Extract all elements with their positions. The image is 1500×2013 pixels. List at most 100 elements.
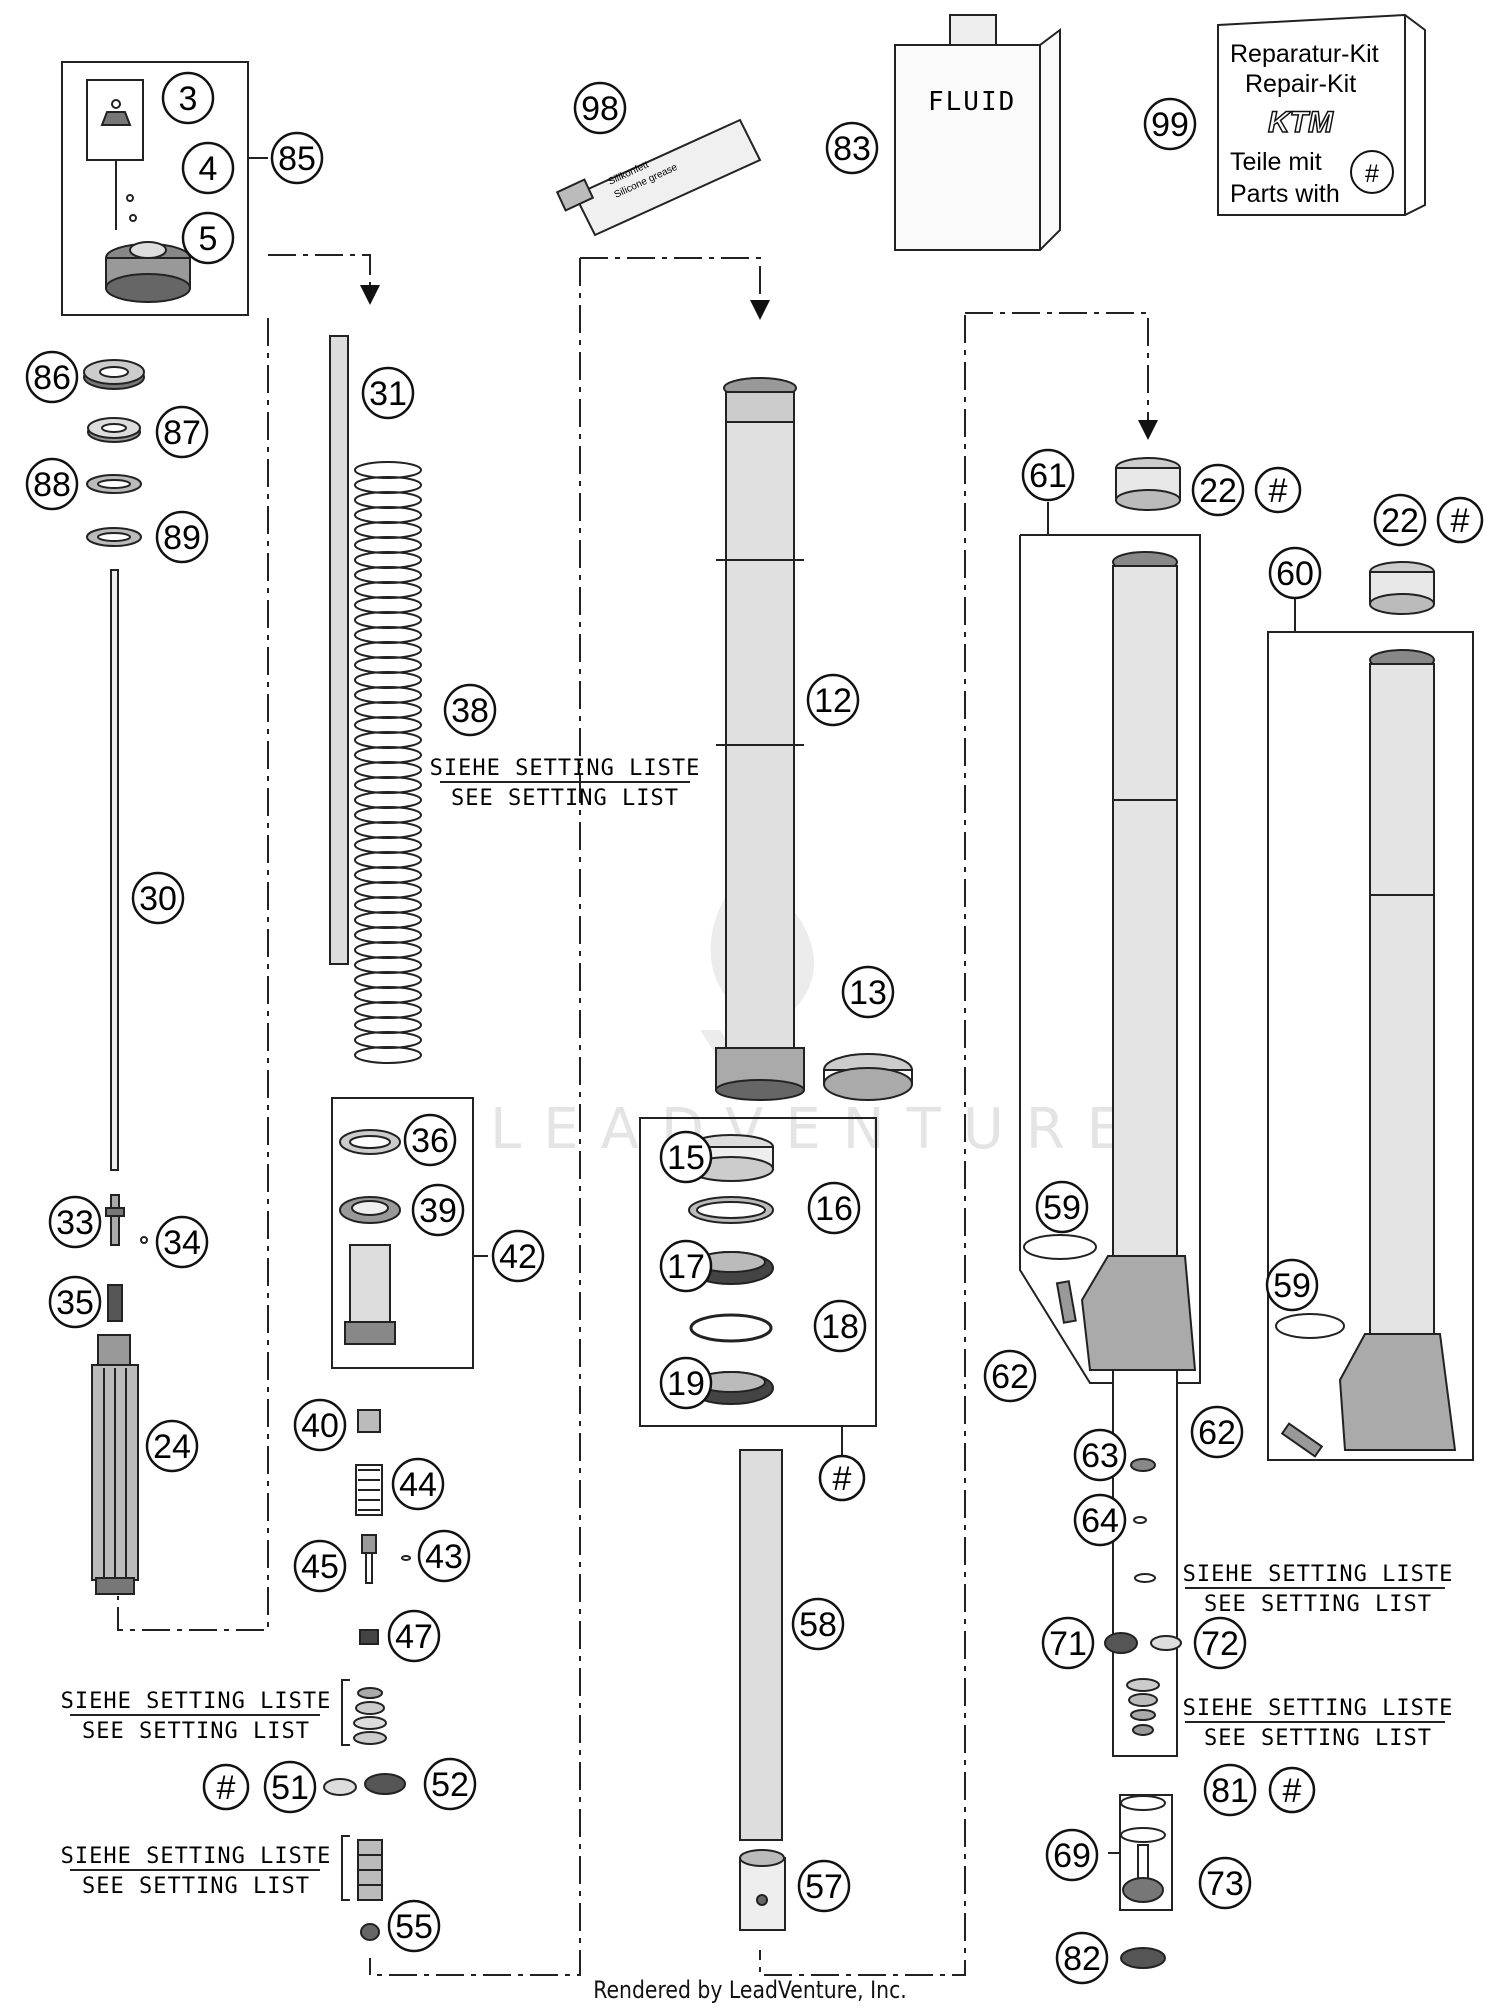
part-callout-22: 22 (1191, 463, 1245, 517)
assembly-lines (117, 254, 1149, 1976)
spring-coil (354, 461, 422, 479)
setting-note-en: SEE SETTING LIST (1204, 1592, 1432, 1617)
callout-circle (1268, 1766, 1316, 1814)
spring-coil (354, 656, 422, 674)
callout-circle (181, 141, 235, 195)
callout-circle (263, 1760, 317, 1814)
callout-number: 42 (499, 1238, 537, 1276)
part-callout-17: 17 (659, 1239, 713, 1293)
callout-number: 13 (849, 974, 887, 1012)
callout-number: 88 (33, 466, 71, 504)
callout-circle (1035, 1180, 1089, 1234)
callout-circle (813, 1299, 867, 1353)
seal-retainer-icon (339, 1129, 401, 1345)
callout-circle (161, 71, 215, 125)
callout-circle (202, 1763, 250, 1811)
guide-bushing-icon (1115, 457, 1435, 615)
part-callout-99: 99 (1143, 97, 1197, 151)
part-callout-64: 64 (1073, 1493, 1127, 1547)
callout-number: 61 (1029, 457, 1067, 495)
part-callout-58: 58 (791, 1597, 845, 1651)
callout-circle (659, 1130, 713, 1184)
part-callout-59: 59 (1265, 1258, 1319, 1312)
callout-circle (1073, 1428, 1127, 1482)
spring-coil (354, 1016, 422, 1034)
repair-kit-line2: Repair-Kit (1245, 70, 1356, 98)
part-callout-12: 12 (806, 673, 860, 727)
part-callout-55: 55 (387, 1899, 441, 1953)
callout-circle (443, 683, 497, 737)
repair-kit-symbol: # (1365, 160, 1379, 188)
oring-bolt-icon (1023, 1234, 1345, 1458)
callout-circle (387, 1899, 441, 1953)
callout-circle (825, 121, 879, 175)
part-callout-62: 62 (983, 1349, 1037, 1403)
spring-coil (354, 716, 422, 734)
callout-number: 98 (581, 90, 619, 128)
fork-cap-icon (100, 99, 191, 303)
spring-coil (354, 686, 422, 704)
callout-circle (387, 1609, 441, 1663)
spring-coil (354, 941, 422, 959)
callout-number: 59 (1043, 1189, 1081, 1227)
callout-number: 86 (33, 359, 71, 397)
part-callout-51: 51 (263, 1760, 317, 1814)
callout-circle (1055, 1931, 1109, 1985)
outer-tube-icon (715, 377, 805, 1101)
part-callout-44: 44 (391, 1457, 445, 1511)
part-callout-57: 57 (797, 1859, 851, 1913)
callout-circle (1436, 496, 1484, 544)
setting-note-de: SIEHE SETTING LISTE (61, 1689, 332, 1714)
callout-number: 17 (667, 1248, 705, 1286)
callout-circle (145, 1419, 199, 1473)
callout-number: 83 (833, 130, 871, 168)
callout-number: 69 (1053, 1837, 1091, 1875)
spring-coil (354, 611, 422, 629)
part-callout-73: 73 (1198, 1856, 1252, 1910)
spring-coil (354, 1001, 422, 1019)
setting-note-de: SIEHE SETTING LISTE (1183, 1696, 1454, 1721)
inner-tube-right-icon (1338, 649, 1457, 1451)
callout-number: 36 (411, 1122, 449, 1160)
spring-coil (354, 1031, 422, 1049)
spring-coil (354, 506, 422, 524)
callout-number: 71 (1049, 1625, 1087, 1663)
setting-note-en: SEE SETTING LIST (82, 1719, 310, 1744)
spring-coil (354, 986, 422, 1004)
spring-coil (354, 521, 422, 539)
spring-coil (354, 581, 422, 599)
repair-kit-text: Reparatur-Kit Repair-Kit KTM Teile mit P… (1230, 40, 1394, 208)
spring-coil (354, 566, 422, 584)
spring-coil (354, 476, 422, 494)
callout-circle (155, 405, 209, 459)
callout-number: # (1283, 1772, 1302, 1810)
part-callout-36: 36 (403, 1113, 457, 1167)
callout-number: 38 (451, 692, 489, 730)
callout-number: 62 (991, 1358, 1029, 1396)
callout-number: 43 (425, 1538, 463, 1576)
spring-coil (354, 701, 422, 719)
spacer-tube-icon (739, 1449, 783, 1841)
callout-number: 89 (163, 519, 201, 557)
piston-rod-icon (329, 335, 349, 965)
callout-circle (1373, 493, 1427, 547)
ktm-logo: KTM (1268, 106, 1334, 139)
callout-circle (293, 1539, 347, 1593)
part-callout-5: 5 (181, 211, 235, 265)
part-callout-3: 3 (161, 71, 215, 125)
callout-number: 82 (1063, 1940, 1101, 1978)
callout-circle (391, 1457, 445, 1511)
part-callout-86: 86 (25, 350, 79, 404)
group-boxes (61, 61, 1474, 1911)
callout-number: 55 (395, 1908, 433, 1946)
spring-coil (354, 731, 422, 749)
damper-rod-icon (110, 569, 119, 1171)
spring-coil (354, 596, 422, 614)
part-callout-16: 16 (807, 1181, 861, 1235)
callout-circle (659, 1239, 713, 1293)
part-callout-22: 22 (1373, 493, 1427, 547)
part-callout-45: 45 (293, 1539, 347, 1593)
part-callout-52: 52 (423, 1757, 477, 1811)
part-callout-15: 15 (659, 1130, 713, 1184)
